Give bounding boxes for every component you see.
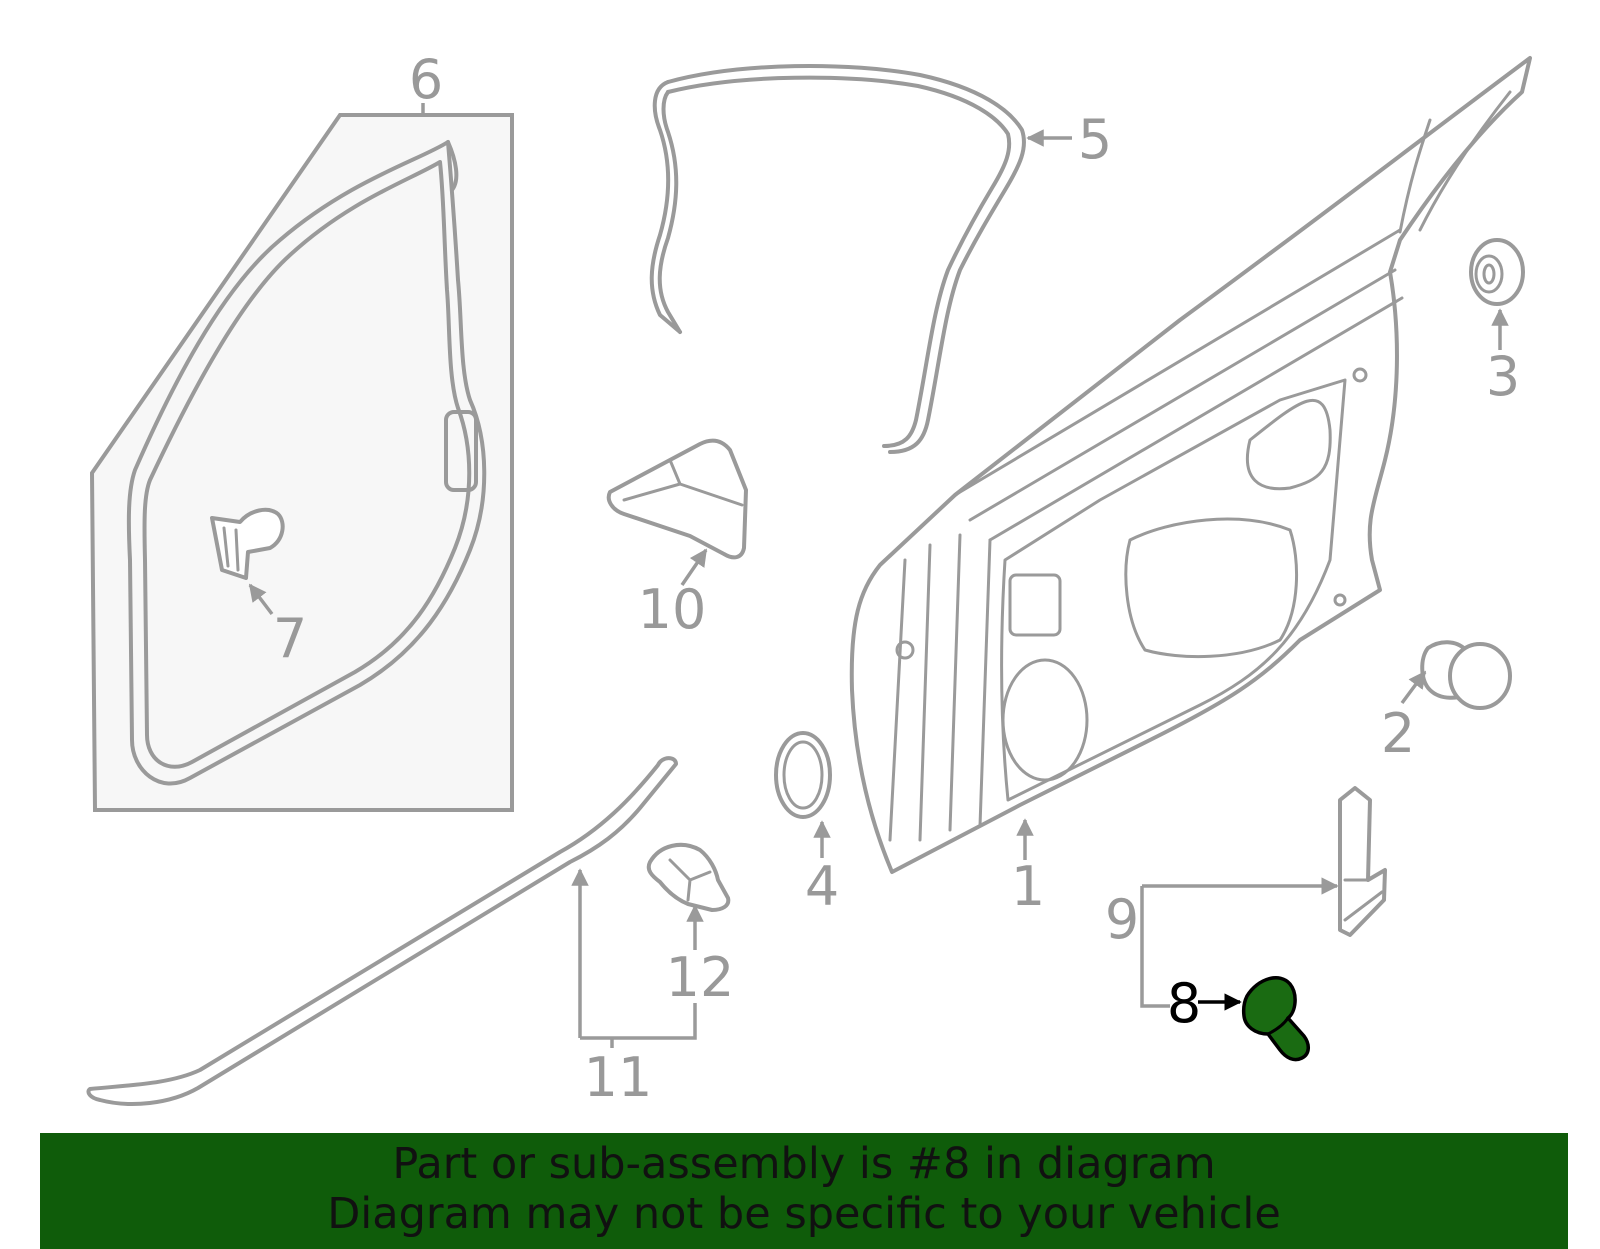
part-7-clip xyxy=(210,507,285,580)
info-banner: Part or sub-assembly is #8 in diagram Di… xyxy=(40,1133,1568,1249)
callout-1: 1 xyxy=(1011,855,1045,918)
callout-11: 11 xyxy=(584,1046,653,1109)
banner-line-2: Diagram may not be specific to your vehi… xyxy=(327,1189,1281,1239)
part-10-cover xyxy=(606,438,748,560)
callout-5: 5 xyxy=(1078,108,1112,171)
callout-4: 4 xyxy=(805,855,839,918)
part-6-weatherstrip-box xyxy=(89,113,514,812)
part-3-grommet xyxy=(1469,238,1525,306)
part-4-seal xyxy=(774,731,832,819)
callout-3: 3 xyxy=(1486,345,1520,408)
callout-2: 2 xyxy=(1381,702,1415,765)
part-2-clip xyxy=(1420,640,1512,710)
part-1-door-shell xyxy=(849,56,1532,874)
part-11-moulding xyxy=(86,756,678,1106)
callout-6: 6 xyxy=(409,48,443,111)
callout-7: 7 xyxy=(273,607,307,670)
part-12-clip xyxy=(646,842,731,912)
parts-diagram: 6 7 5 10 1 xyxy=(86,48,1532,1109)
part-5-weatherstrip xyxy=(649,63,1026,454)
callout-10: 10 xyxy=(638,578,707,641)
callout-12: 12 xyxy=(666,946,735,1009)
callout-9: 9 xyxy=(1105,888,1139,951)
callout-8: 8 xyxy=(1167,972,1201,1035)
part-9-bracket xyxy=(1338,786,1387,937)
banner-line-1: Part or sub-assembly is #8 in diagram xyxy=(392,1139,1216,1189)
part-8-fastener-highlighted xyxy=(1241,976,1310,1062)
